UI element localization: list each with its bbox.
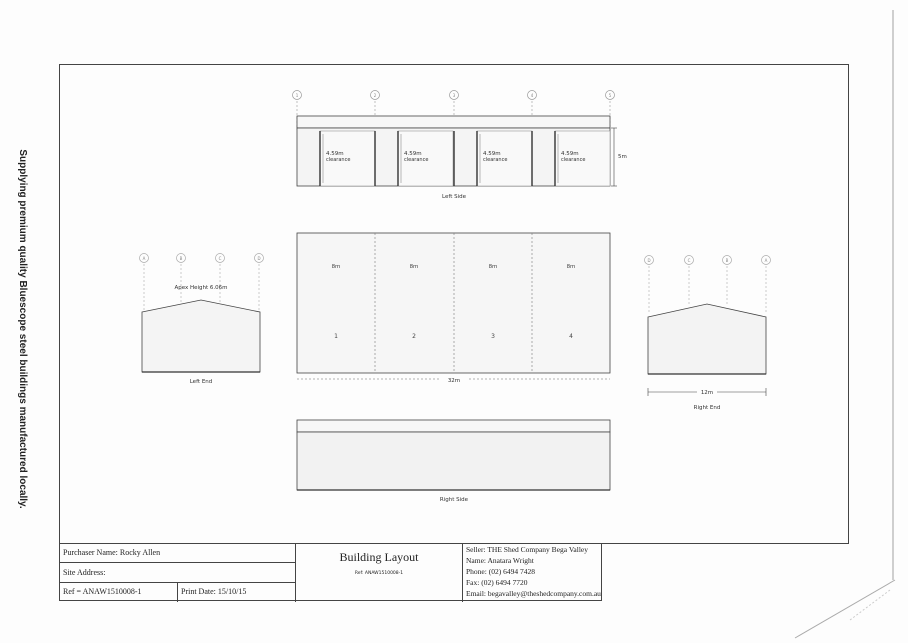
right-side-elevation: Right Side <box>296 419 611 503</box>
opening-4-size: 4.59m <box>561 151 579 157</box>
left-end-grid-c: C <box>219 256 222 261</box>
print-date: Print Date: 15/10/15 <box>181 587 247 596</box>
right-end-elevation: D C B A 12m Right End <box>644 255 771 411</box>
opening-3-size: 4.59m <box>483 151 501 157</box>
grid-marker-5 <box>605 90 615 100</box>
right-end-grid-b: B <box>726 258 729 263</box>
grid-label-2: 2 <box>374 93 377 98</box>
bay-1-number: 1 <box>334 333 338 340</box>
reference-number: Ref = ANAW1510008-1 <box>63 587 142 596</box>
opening-1-note: clearance <box>326 157 350 163</box>
seller-email: Email: begavalley@theshedcompany.com.au <box>466 589 601 598</box>
opening-3-note: clearance <box>483 157 507 163</box>
floor-plan: 8m 8m 8m 8m 1 2 3 4 32m <box>296 232 611 384</box>
grid-marker-2 <box>370 90 380 100</box>
left-side-label: Left Side <box>442 194 467 200</box>
opening-1-size: 4.59m <box>326 151 344 157</box>
bay-3-number: 3 <box>491 333 495 340</box>
purchaser-name: Purchaser Name: Rocky Allen <box>63 548 161 557</box>
site-address: Site Address: <box>63 568 106 577</box>
opening-4-note: clearance <box>561 157 585 163</box>
drawing-title: Building Layout <box>339 550 419 564</box>
grid-marker-3 <box>449 90 459 100</box>
page-fold-line <box>794 579 896 639</box>
grid-label-4: 4 <box>531 93 534 98</box>
bay-4-width: 8m <box>567 264 576 270</box>
right-end-grid-c: C <box>688 258 691 263</box>
apex-height: Apex Height 6.06m <box>174 285 227 291</box>
left-end-grid-d: D <box>257 256 260 261</box>
seller-phone: Phone: (02) 6494 7428 <box>466 567 535 576</box>
right-side-label: Right Side <box>440 497 469 503</box>
height-dimension: 5m <box>618 154 627 160</box>
grid-label-3: 3 <box>453 93 456 98</box>
roller-door-2 <box>397 130 454 187</box>
left-end-grid-a: A <box>143 256 146 261</box>
left-end-grid-b: B <box>180 256 183 261</box>
title-block: Purchaser Name: Rocky Allen Site Address… <box>59 543 602 602</box>
opening-2-note: clearance <box>404 157 428 163</box>
right-end-grid-a: A <box>765 258 768 263</box>
seller-contact-name: Name: Anatara Wright <box>466 556 534 565</box>
right-end-grid-d: D <box>647 258 650 263</box>
left-end-label: Left End <box>190 379 213 385</box>
grid-label-1: 1 <box>296 93 299 98</box>
grid-marker-1 <box>292 90 302 100</box>
seller-fax: Fax: (02) 6494 7720 <box>466 578 528 587</box>
grid-label-5: 5 <box>609 93 612 98</box>
left-end-elevation: A B C D Apex Height 6.06m Left End <box>139 253 264 385</box>
bay-4-number: 4 <box>569 333 573 340</box>
opening-2-size: 4.59m <box>404 151 422 157</box>
left-side-elevation: 4.59m clearance 4.59m clearance 4.59m cl… <box>296 115 627 200</box>
seller: Seller: THE Shed Company Bega Valley <box>466 545 588 554</box>
right-end-label: Right End <box>694 405 721 411</box>
roller-door-1 <box>319 130 376 187</box>
total-length: 32m <box>448 378 460 384</box>
bay-2-number: 2 <box>412 333 416 340</box>
bay-2-width: 8m <box>410 264 419 270</box>
bay-3-width: 8m <box>489 264 498 270</box>
roller-door-3 <box>476 130 533 187</box>
drawing-sub-reference: Ref: ANAW1510008-1 <box>354 571 404 576</box>
grid-marker-4 <box>527 90 537 100</box>
bay-1-width: 8m <box>332 264 341 270</box>
page-edge <box>892 10 894 580</box>
width-dimension: 12m <box>701 390 713 396</box>
